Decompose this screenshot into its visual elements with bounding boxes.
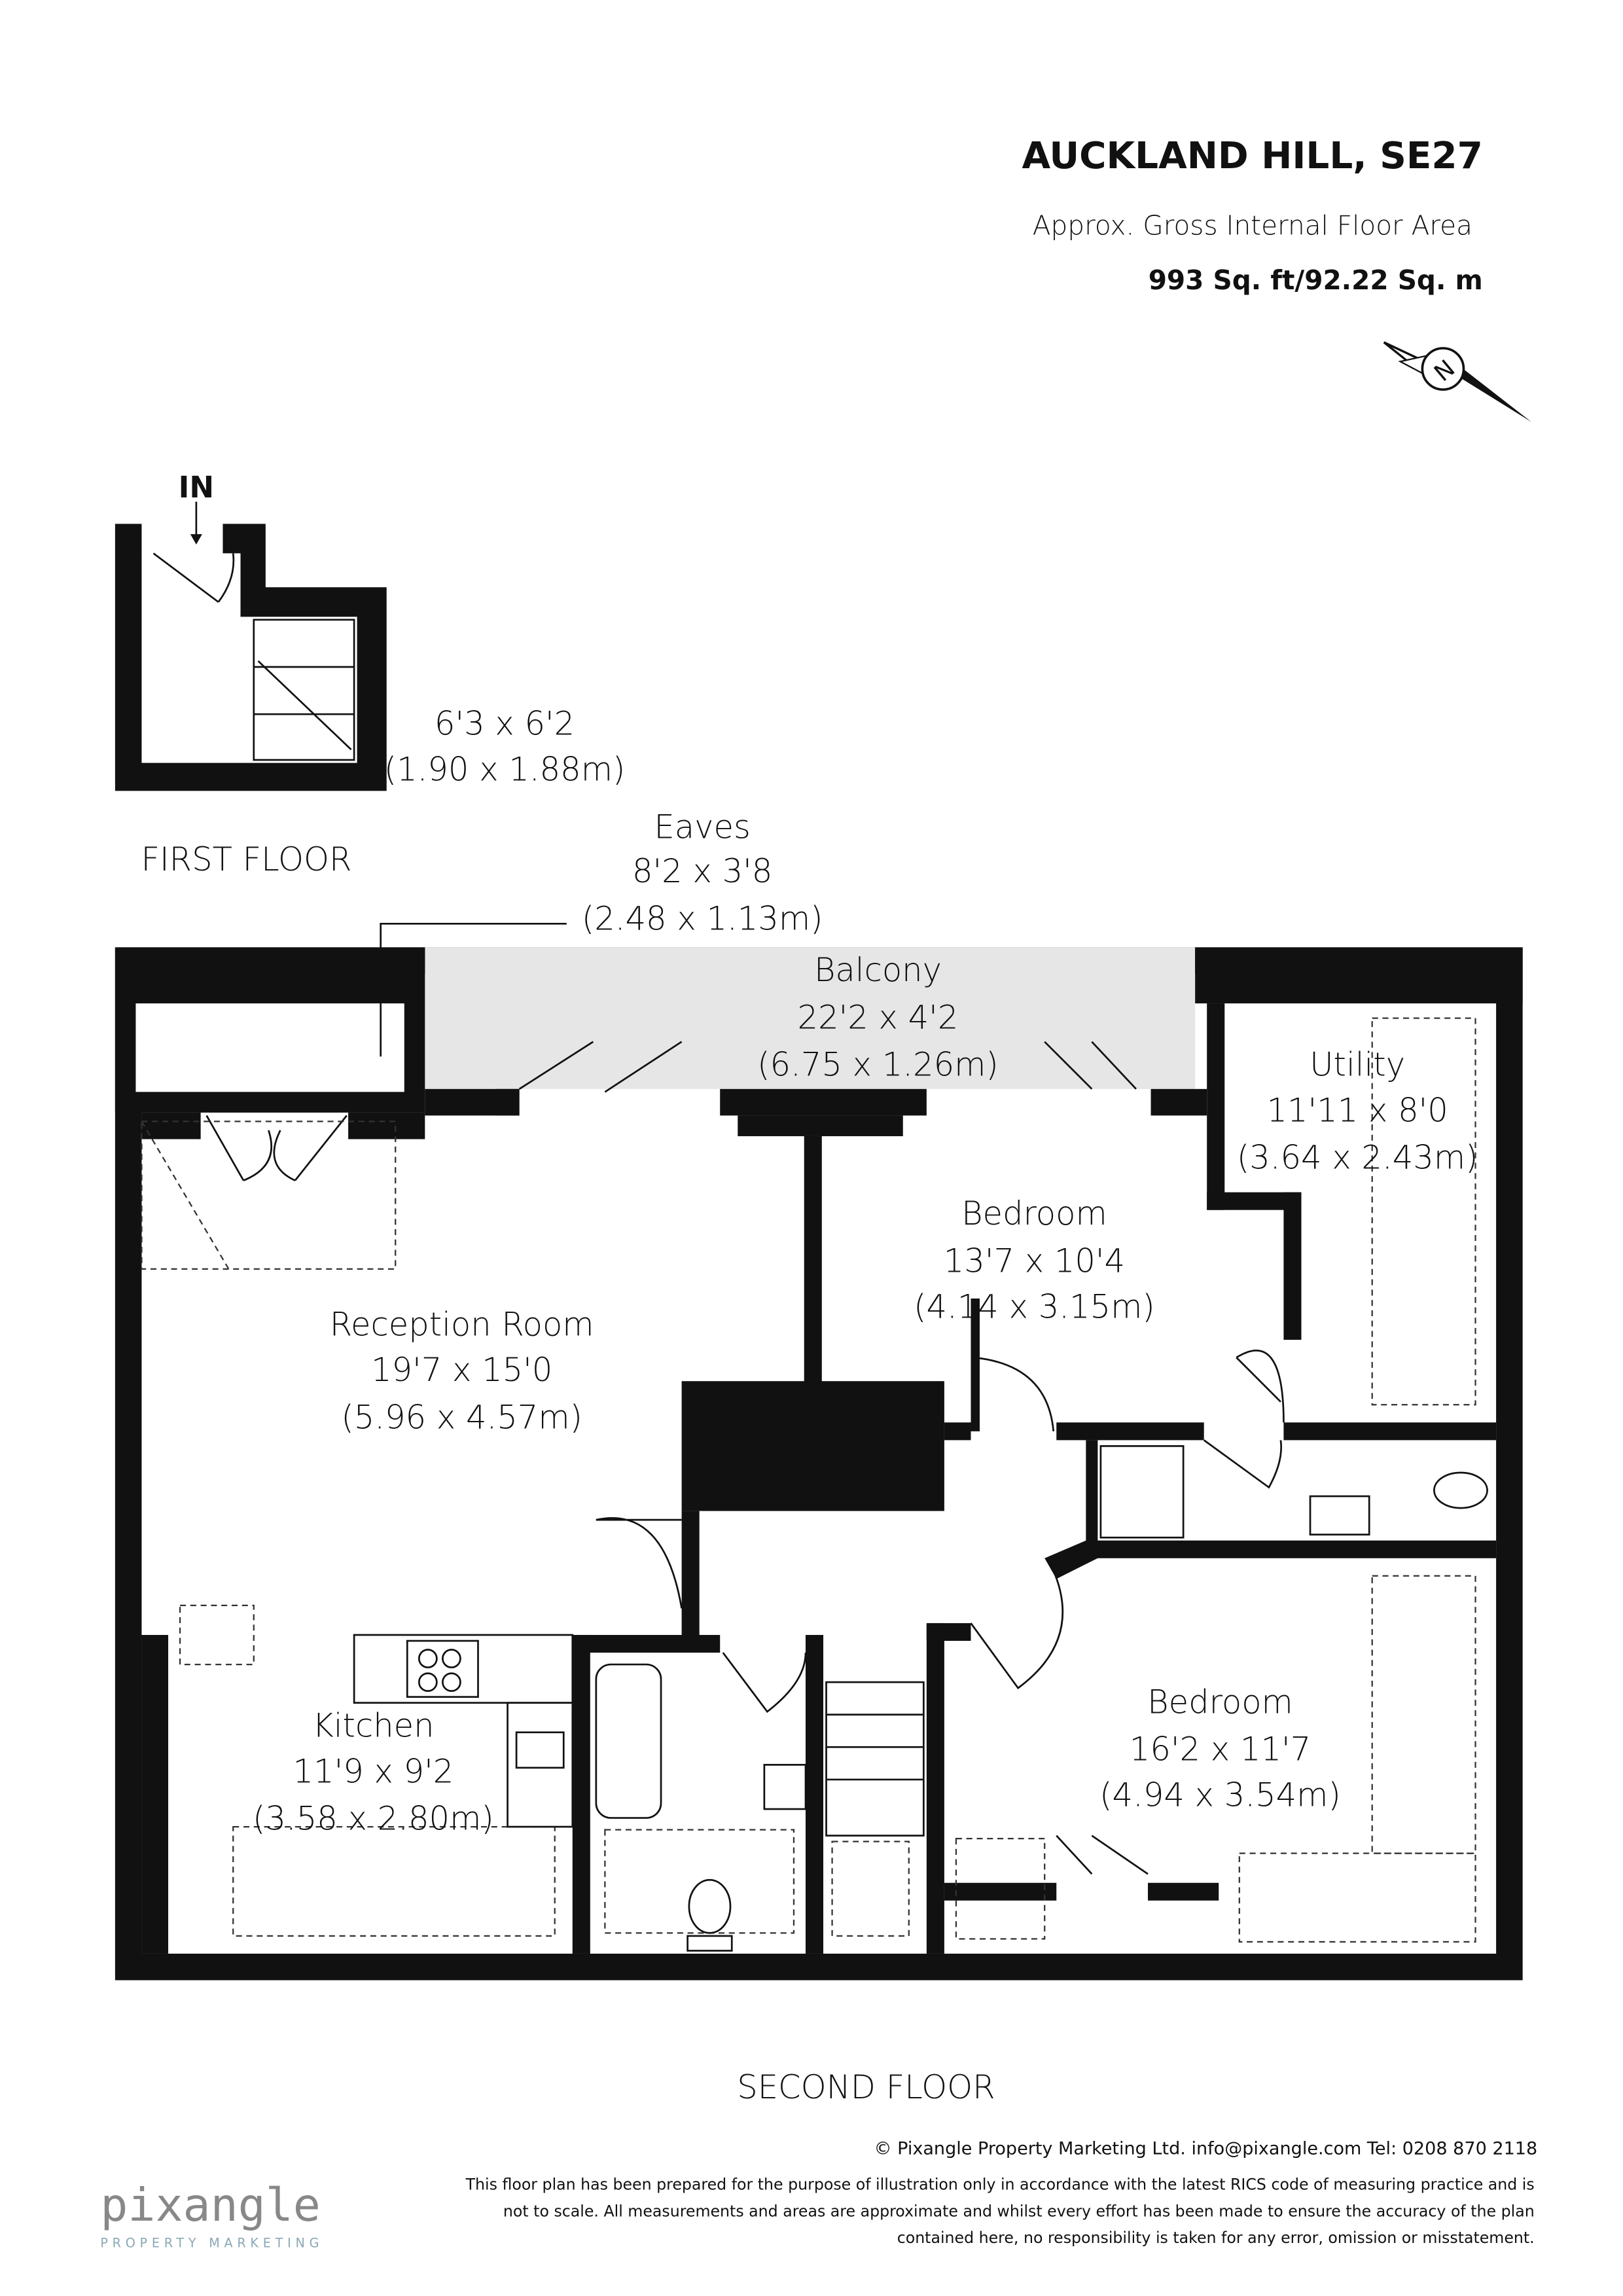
room-balcony: Balcony 22'2 x 4'2 (6.75 x 1.26m): [757, 951, 999, 1083]
svg-text:Kitchen: Kitchen: [312, 1707, 434, 1745]
svg-text:(6.75 x 1.26m): (6.75 x 1.26m): [757, 1046, 999, 1084]
disclaimer-line-2: not to scale. All measurements and areas…: [503, 2202, 1535, 2220]
svg-text:11'9 x 9'2: 11'9 x 9'2: [293, 1752, 454, 1790]
disclaimer-line-1: This floor plan has been prepared for th…: [465, 2176, 1535, 2194]
area-label: Approx. Gross Internal Floor Area: [1033, 209, 1472, 241]
second-floor-label: SECOND FLOOR: [737, 2068, 995, 2106]
balcony-area: [425, 947, 1196, 1089]
first-floor-plan: [115, 501, 387, 791]
svg-text:Eaves: Eaves: [654, 808, 750, 846]
entrance-label: IN: [179, 470, 215, 505]
svg-text:(2.48 x 1.13m): (2.48 x 1.13m): [582, 899, 823, 937]
svg-text:(3.58 x 2.80m): (3.58 x 2.80m): [253, 1800, 494, 1838]
svg-text:PROPERTY MARKETING: PROPERTY MARKETING: [100, 2236, 323, 2251]
svg-text:16'2 x 11'7: 16'2 x 11'7: [1130, 1731, 1311, 1768]
second-floor-plan: [115, 922, 1523, 1981]
disclaimer-line-3: contained here, no responsibility is tak…: [897, 2229, 1535, 2247]
compass-icon: N: [1383, 341, 1532, 422]
svg-text:8'2 x 3'8: 8'2 x 3'8: [632, 852, 772, 890]
room-bedroom-1: Bedroom 13'7 x 10'4 (4.14 x 3.15m): [914, 1194, 1155, 1325]
svg-text:13'7 x 10'4: 13'7 x 10'4: [944, 1242, 1125, 1280]
pixangle-logo: pixangle PROPERTY MARKETING: [100, 2179, 323, 2251]
room-kitchen: Kitchen 11'9 x 9'2 (3.58 x 2.80m): [253, 1707, 494, 1838]
svg-text:19'7 x 15'0: 19'7 x 15'0: [371, 1351, 552, 1389]
svg-text:Bedroom: Bedroom: [1147, 1683, 1293, 1721]
first-floor-room-dims: 6'3 x 6'2: [435, 705, 575, 743]
svg-text:(3.64 x 2.43m): (3.64 x 2.43m): [1237, 1139, 1478, 1177]
svg-text:Utility: Utility: [1310, 1046, 1405, 1084]
svg-text:(4.94 x 3.54m): (4.94 x 3.54m): [1099, 1776, 1341, 1814]
svg-text:(4.14 x 3.15m): (4.14 x 3.15m): [914, 1287, 1155, 1325]
svg-text:Bedroom: Bedroom: [961, 1194, 1107, 1232]
room-bedroom-2: Bedroom 16'2 x 11'7 (4.94 x 3.54m): [1099, 1683, 1341, 1814]
area-value: 993 Sq. ft/92.22 Sq. m: [1149, 264, 1483, 296]
property-title: AUCKLAND HILL, SE27: [1022, 135, 1482, 177]
copyright: © Pixangle Property Marketing Ltd. info@…: [874, 2139, 1537, 2159]
svg-text:22'2 x 4'2: 22'2 x 4'2: [798, 998, 959, 1036]
first-floor-room-dims-metric: (1.90 x 1.88m): [384, 751, 626, 789]
svg-text:pixangle: pixangle: [100, 2179, 321, 2232]
room-eaves: Eaves 8'2 x 3'8 (2.48 x 1.13m): [582, 808, 823, 938]
svg-text:Balcony: Balcony: [814, 951, 942, 989]
svg-text:11'11 x 8'0: 11'11 x 8'0: [1266, 1091, 1448, 1129]
room-utility: Utility 11'11 x 8'0 (3.64 x 2.43m): [1237, 1046, 1478, 1177]
first-floor-label: FIRST FLOOR: [141, 840, 352, 878]
room-reception: Reception Room 19'7 x 15'0 (5.96 x 4.57m…: [330, 1305, 594, 1436]
svg-text:Reception Room: Reception Room: [330, 1305, 594, 1343]
svg-text:(5.96 x 4.57m): (5.96 x 4.57m): [341, 1398, 582, 1436]
